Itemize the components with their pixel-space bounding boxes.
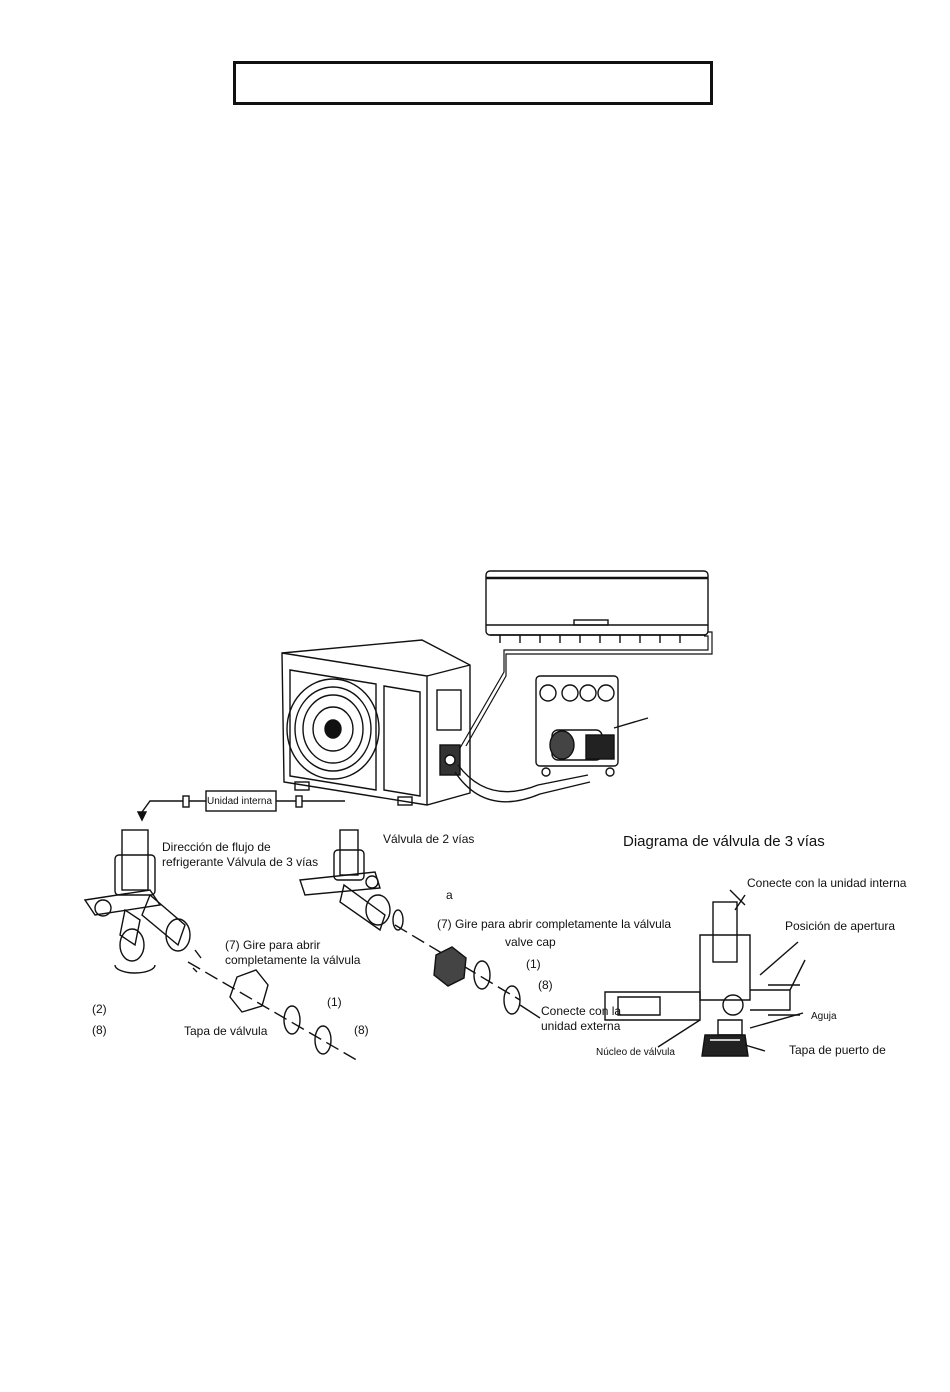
connect-outdoor-label-2: unidad externa: [541, 1019, 621, 1033]
left-valve-cap-label: Tapa de válvula: [184, 1024, 268, 1038]
right-step-8-label: (8): [538, 978, 553, 992]
indoor-unit-drawing: [459, 570, 713, 749]
left-step-8-label: (8): [92, 1023, 107, 1037]
page-title-box: [233, 61, 713, 105]
three-way-valve-section-drawing: [604, 889, 806, 1057]
left-step-2-label: (2): [92, 1002, 107, 1016]
flow-box-lines: [136, 790, 345, 822]
connect-indoor-label: Conecte con la unidad interna: [747, 876, 907, 890]
left-step-8b-label: (8): [354, 1023, 369, 1037]
flow-direction-label-1: Dirección de flujo de: [162, 840, 271, 854]
valve-cap-label: valve cap: [505, 935, 556, 949]
right-step-1-label: (1): [526, 957, 541, 971]
needle-label: Aguja: [811, 1011, 837, 1022]
indoor-unit-box-label: Unidad interna: [207, 796, 273, 807]
three-way-diagram-title: Diagrama de válvula de 3 vías: [623, 833, 825, 850]
left-step-1-label: (1): [327, 995, 342, 1009]
two-way-valve-label: Válvula de 2 vías: [383, 832, 475, 846]
left-open-step-label-2: completamente la válvula: [225, 953, 361, 967]
vacuum-pump-drawing: [535, 675, 649, 777]
open-position-label: Posición de apertura: [785, 919, 896, 933]
three-way-valve-left-drawing: [83, 829, 361, 1063]
port-cap-label: Tapa de puerto de: [789, 1043, 886, 1057]
right-open-step-label: (7) Gire para abrir completamente la vál…: [437, 917, 672, 931]
valve-core-label: Núcleo de válvula: [596, 1047, 675, 1058]
outdoor-unit-drawing: [281, 639, 591, 806]
two-way-valve-drawing: [299, 829, 541, 1019]
connect-outdoor-label-1: Conecte con la: [541, 1004, 622, 1018]
letter-a-label: a: [446, 888, 453, 902]
left-open-step-label-1: (7) Gire para abrir: [225, 938, 321, 952]
flow-direction-label-2: refrigerante Válvula de 3 vías: [162, 855, 319, 869]
